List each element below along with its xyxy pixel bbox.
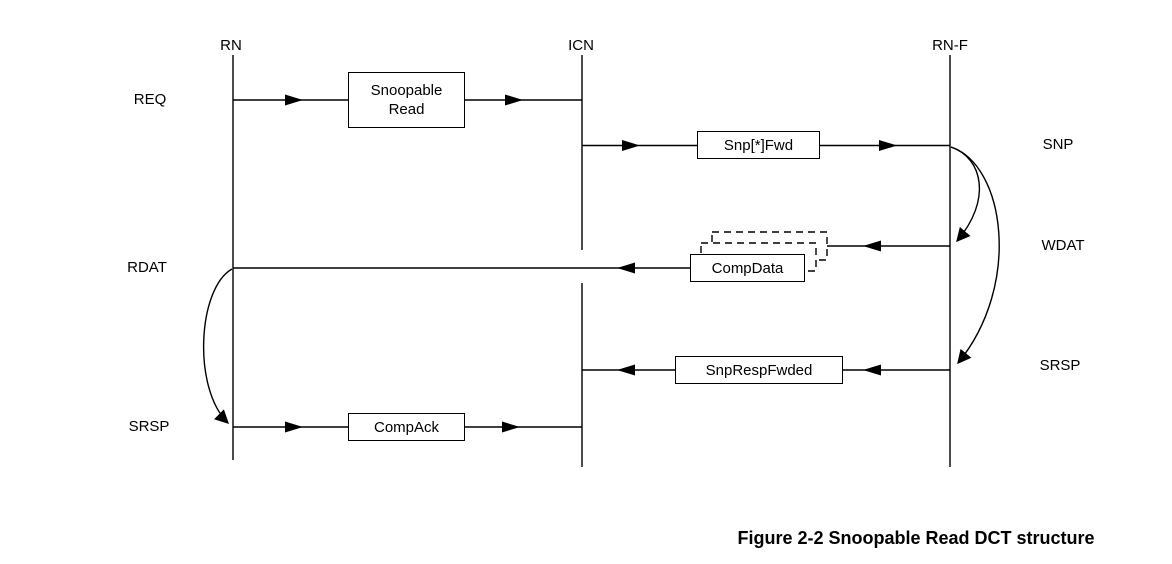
arrowheads <box>285 94 897 433</box>
message-box-snoopable-read: Snoopable Read <box>348 72 465 128</box>
lifeline-label-icn: ICN <box>568 37 594 54</box>
snp-to-srsp-arc <box>950 146 1000 365</box>
srsp-right-arrowhead-2 <box>617 364 635 376</box>
message-box-snprespfwded: SnpRespFwded <box>675 356 843 384</box>
message-box-compdata-label: CompData <box>711 259 784 277</box>
message-box-compack: CompAck <box>348 413 465 441</box>
channel-label-snp: SNP <box>1042 136 1074 153</box>
message-box-snprespfwded-label: SnpRespFwded <box>705 361 813 379</box>
lifeline-label-rnf: RN-F <box>932 37 968 54</box>
channel-label-srsp-left: SRSP <box>128 418 170 435</box>
message-box-snp-fwd: Snp[*]Fwd <box>697 131 820 159</box>
snp-arrowhead-1 <box>622 140 640 151</box>
arcs <box>203 146 1000 424</box>
message-box-snoopable-read-line2: Read <box>388 101 425 118</box>
rdat-to-srsp-arc <box>203 268 233 424</box>
rdat-arrowhead <box>617 262 635 274</box>
message-box-compdata: CompData <box>690 254 805 282</box>
message-box-compack-label: CompAck <box>373 418 440 436</box>
srsp-right-arrowhead-1 <box>863 364 881 376</box>
compack-arrowhead-1 <box>285 421 303 433</box>
req-arrowhead-2 <box>505 94 523 106</box>
lifeline-label-rn: RN <box>220 37 242 54</box>
channel-label-rdat: RDAT <box>127 259 167 276</box>
message-box-snp-fwd-label: Snp[*]Fwd <box>723 136 794 154</box>
lifelines <box>232 55 951 467</box>
channel-label-req: REQ <box>133 91 167 108</box>
snp-to-wdat-arc <box>950 146 981 243</box>
compack-arrowhead-2 <box>502 421 520 433</box>
wdat-arrowhead <box>863 240 881 252</box>
req-arrowhead-1 <box>285 94 303 106</box>
message-box-snoopable-read-line1: Snoopable <box>370 82 443 99</box>
channel-label-wdat: WDAT <box>1041 237 1085 254</box>
figure-caption: Figure 2-2 Snoopable Read DCT structure <box>737 528 1095 548</box>
channel-label-srsp-right: SRSP <box>1039 357 1081 374</box>
snp-arrowhead-2 <box>879 140 897 151</box>
